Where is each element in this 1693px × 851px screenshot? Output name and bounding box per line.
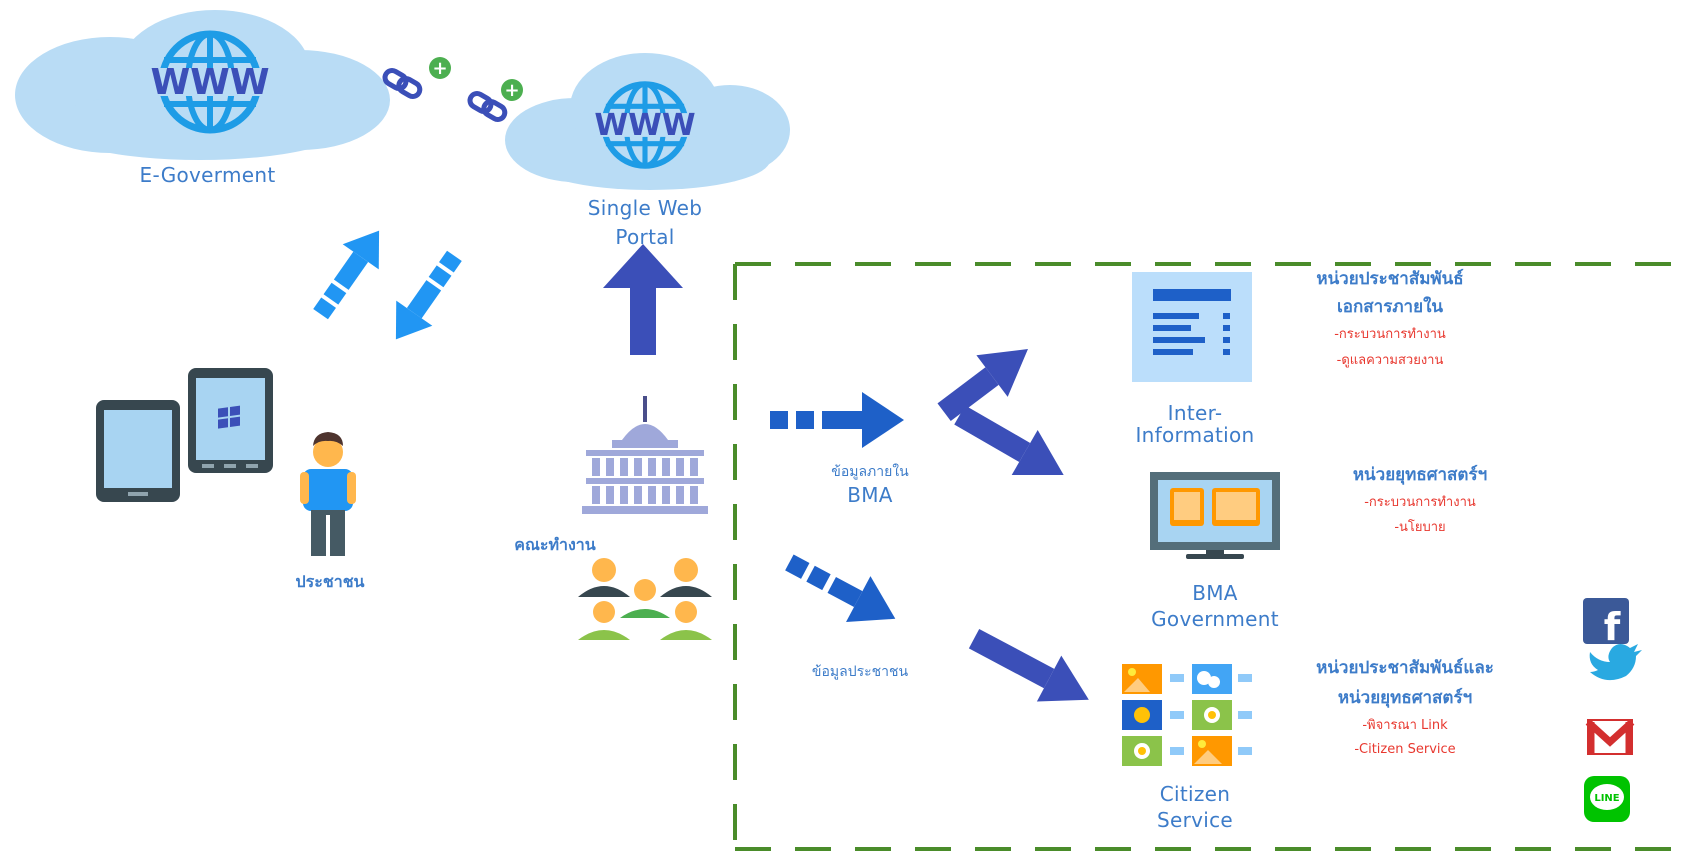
image-gallery-icon <box>1122 664 1252 766</box>
bma-government-item-2: -นโยบาย <box>1394 520 1446 535</box>
line-glyph-text: LINE <box>1594 793 1619 804</box>
exchange-arrows-icon <box>313 230 462 340</box>
citizen-service-label-line2: Service <box>1156 808 1234 832</box>
egov-cloud: WWW <box>15 10 390 160</box>
capitol-building-icon <box>582 396 708 514</box>
up-arrow-icon <box>603 244 683 355</box>
citizen-label: ประชาชน <box>295 572 365 591</box>
portal-www-text: WWW <box>594 108 695 143</box>
inter-information-heading-line1: หน่วยประชาสัมพันธ์ <box>1316 269 1464 289</box>
document-icon <box>1132 272 1252 382</box>
egov-www-text: WWW <box>150 62 269 103</box>
internal-data-arrow-icon <box>770 392 904 448</box>
inter-information-heading-line2: เอกสารภายใน <box>1336 297 1443 317</box>
bma-government-label-line2: Government <box>1151 607 1279 631</box>
gmail-icon[interactable] <box>1585 719 1635 755</box>
portal-globe-icon: WWW <box>592 84 697 166</box>
twitter-icon[interactable] <box>1589 644 1642 681</box>
citizen-service-label-line1: Citizen <box>1159 782 1231 806</box>
bma-government-heading: หน่วยยุทธศาสตร์ฯ <box>1352 465 1488 485</box>
smartphone-icon <box>188 368 273 473</box>
bma-government-label-line1: BMA <box>1192 581 1238 605</box>
citizen-service-heading-line2: หน่วยยุทธศาสตร์ฯ <box>1337 688 1473 708</box>
citizen-service-item-1: -พิจารณา Link <box>1362 718 1448 733</box>
image-tile-landscape-icon <box>1122 664 1162 694</box>
internal-data-label-line2: BMA <box>847 483 893 507</box>
egov-globe-icon: WWW <box>148 34 272 130</box>
single-web-portal-cloud: WWW <box>505 53 790 190</box>
monitor-icon <box>1150 472 1280 559</box>
single-web-portal-label-line1: Single Web <box>587 196 703 220</box>
windows-logo-icon <box>218 405 240 429</box>
link-icon: + + <box>382 57 523 122</box>
internal-data-label-line1: ข้อมูลภายใน <box>831 464 909 480</box>
facebook-glyph: f <box>1604 605 1621 649</box>
citizen-service-heading-line1: หน่วยประชาสัมพันธ์และ <box>1316 658 1494 678</box>
citizen-data-label: ข้อมูลประชาชน <box>811 664 909 680</box>
citizen-person-icon <box>300 432 356 556</box>
tablet-icon <box>96 400 180 502</box>
working-group-label: คณะทำงาน <box>514 535 596 554</box>
egov-label: E-Goverment <box>139 163 276 187</box>
facebook-icon[interactable]: f <box>1583 598 1629 649</box>
inter-information-item-2: -ดูแลความสวยงาน <box>1336 353 1444 368</box>
inter-information-label-line1: Inter- <box>1167 401 1223 425</box>
inter-information-item-1: -กระบวนการทำงาน <box>1334 327 1446 342</box>
svg-text:+: + <box>432 58 447 79</box>
bma-government-item-1: -กระบวนการทำงาน <box>1364 495 1476 510</box>
inter-information-label-line2: Information <box>1135 423 1255 447</box>
arrow-to-inter-information-icon <box>937 348 1028 421</box>
svg-text:+: + <box>504 80 519 101</box>
citizen-data-arrow-icon <box>785 554 896 623</box>
line-icon[interactable]: LINE <box>1584 776 1630 822</box>
bma-internal-boundary <box>733 262 1693 851</box>
arrow-to-citizen-service-icon <box>968 628 1089 702</box>
working-group-icon <box>578 558 712 640</box>
citizen-service-item-2: -Citizen Service <box>1354 742 1456 757</box>
arrow-to-bma-government-icon <box>954 405 1064 476</box>
single-web-portal-label-line2: Portal <box>615 225 675 249</box>
